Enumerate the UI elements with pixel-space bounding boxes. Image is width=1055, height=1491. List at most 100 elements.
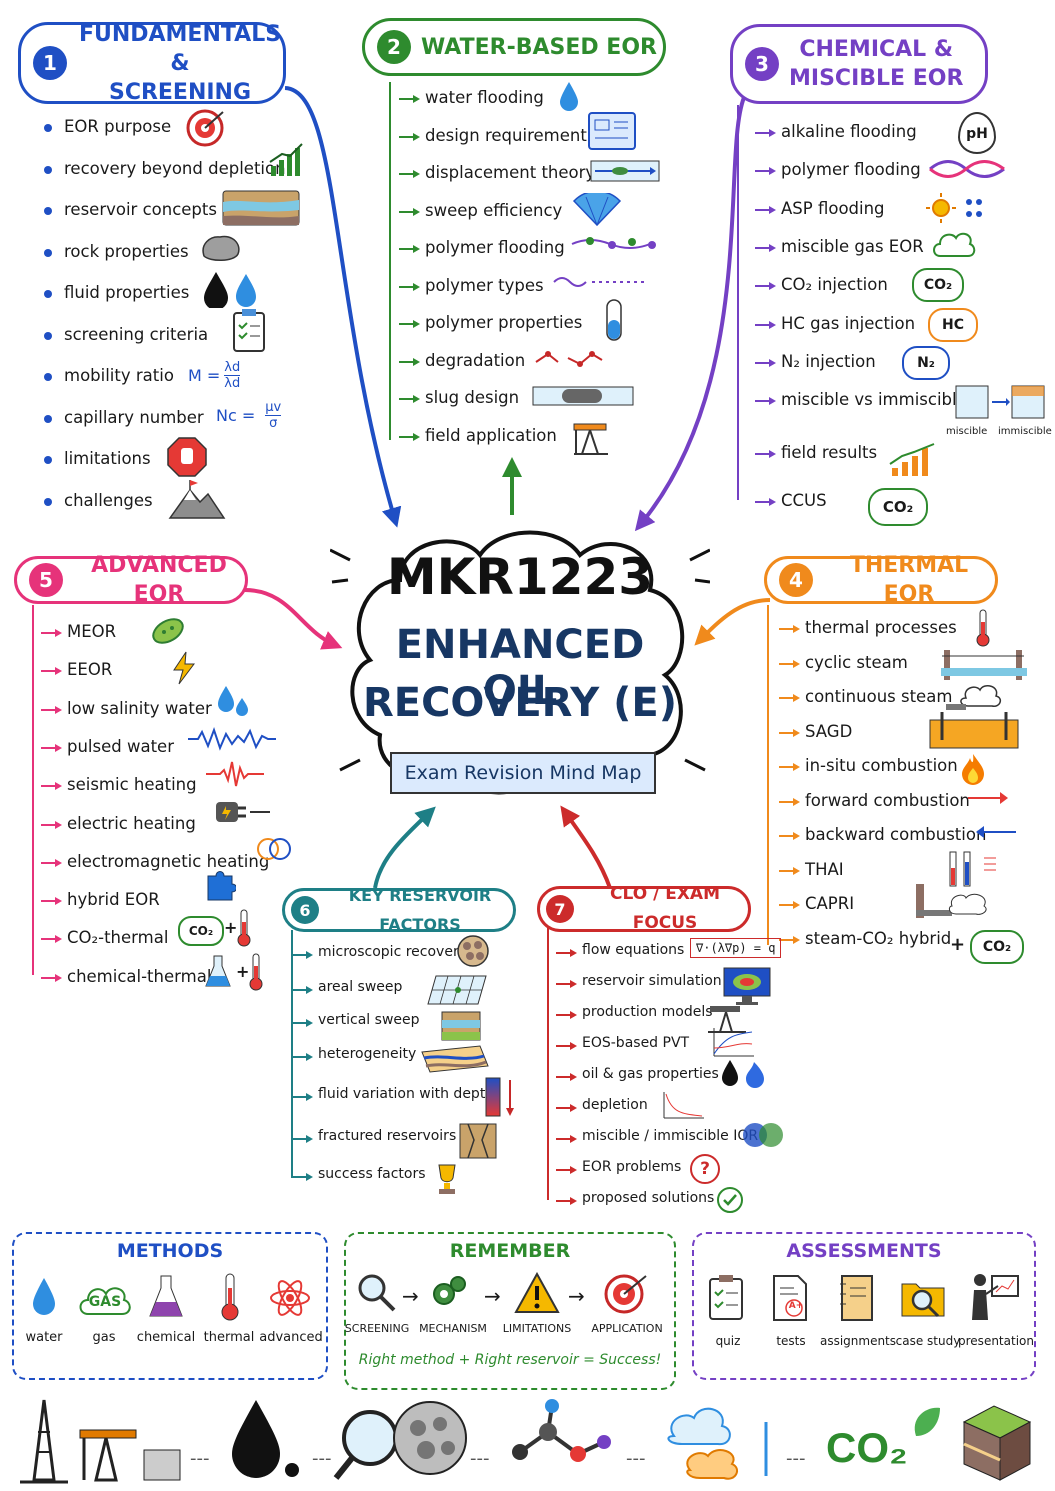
bullet-dot — [44, 456, 52, 464]
section-3-title-line2: MISCIBLE EOR — [789, 66, 964, 91]
s7-item: proposed solutions — [582, 1190, 715, 1206]
s5-item: seismic heating — [67, 775, 197, 795]
cloud-icon — [933, 232, 976, 257]
s6-item: areal sweep — [318, 979, 403, 995]
capri-icon — [916, 884, 987, 918]
bullet-arrow-icon — [399, 357, 420, 366]
venn-icon — [743, 1123, 783, 1147]
s6-item: fractured reservoirs — [318, 1128, 457, 1144]
s5-item: pulsed water — [67, 736, 174, 756]
oil-water-drops-icon — [204, 272, 256, 308]
s4-item: forward combustion — [805, 790, 970, 810]
capillary-eq-num: μv — [265, 400, 282, 416]
bullet-arrow-icon — [399, 132, 420, 141]
mobility-eq-num: λd — [224, 360, 241, 376]
bullet-arrow-icon — [399, 245, 420, 253]
flow-equation: ∇·(λ∇p) = q — [690, 938, 782, 958]
bullet-arrow-icon — [399, 320, 420, 328]
gear-icon — [433, 1276, 466, 1305]
sun-icon — [926, 193, 982, 223]
bullet-arrow-icon — [399, 207, 420, 216]
polymer-chain-icon — [571, 237, 656, 249]
bullet-arrow-icon — [779, 901, 800, 909]
s1-item: mobility ratio — [64, 366, 174, 385]
target-icon — [604, 1274, 647, 1314]
s4-item: cyclic steam — [805, 652, 908, 672]
steam-co2-plus: + — [950, 934, 966, 955]
remember-arrow-2: → — [484, 1284, 501, 1308]
flask-icon — [149, 1275, 183, 1317]
seismic-wave-icon — [206, 761, 264, 787]
slug-pipe-icon — [532, 386, 634, 406]
puzzle-icon — [207, 871, 236, 901]
s7-item: oil & gas properties — [582, 1066, 719, 1082]
remember-arrow-1: → — [402, 1284, 419, 1308]
leaf-icon — [914, 1407, 940, 1436]
remember-step-label: MECHANISM — [419, 1322, 487, 1335]
folder-magnifier-icon — [901, 1283, 945, 1318]
bullet-arrow-icon — [41, 935, 62, 944]
bullet-arrow-icon — [556, 1011, 577, 1019]
bullet-arrow-icon — [556, 1042, 577, 1050]
section-5-title: ADVANCED EOR — [91, 553, 227, 607]
ph-badge: pH — [958, 112, 996, 154]
s1-item: challenges — [64, 490, 153, 510]
course-code: MKR1223 — [386, 548, 654, 606]
bullet-arrow-icon — [755, 498, 776, 506]
assessments-box: ASSESSMENTS — [692, 1232, 1036, 1380]
bullet-arrow-icon — [41, 973, 62, 982]
steam-well-icon — [941, 650, 1027, 680]
methods-label: thermal — [203, 1330, 255, 1345]
s4-item: thermal processes — [805, 618, 957, 637]
bullet-arrow-icon — [779, 694, 800, 702]
lightning-icon — [173, 651, 195, 685]
bullet-arrow-icon — [779, 625, 800, 633]
checklist-icon — [233, 309, 265, 352]
thermometer-icon — [221, 1273, 239, 1321]
s5-item: MEOR — [67, 622, 117, 641]
bullet-dot — [44, 124, 52, 132]
bullet-arrow-icon — [755, 358, 776, 367]
s7-item: production models — [582, 1004, 713, 1020]
bullet-arrow-icon — [292, 951, 313, 959]
s1-item: capillary number — [64, 407, 204, 427]
bullet-arrow-icon — [292, 1173, 313, 1181]
backward-arrow-icon — [976, 826, 1016, 838]
forward-arrow-icon — [968, 792, 1008, 804]
s1-item: fluid properties — [64, 283, 190, 302]
section-5-number: 5 — [29, 563, 63, 597]
section-3-title-line1: CHEMICAL & — [799, 37, 954, 62]
depletion-curve-icon — [663, 1092, 704, 1119]
bullet-arrow-icon — [399, 432, 420, 441]
s7-item: reservoir simulation — [582, 973, 722, 989]
miscible-label: miscible — [946, 426, 988, 437]
remember-motto: Right method + Right reservoir = Success… — [358, 1352, 662, 1368]
bullet-dot — [44, 165, 52, 174]
section-4-number: 4 — [779, 563, 813, 597]
bullet-dot — [44, 290, 52, 298]
test-paper-icon — [773, 1275, 807, 1321]
chemical-thermal-plus: + — [236, 962, 250, 981]
bullet-arrow-icon — [556, 1135, 577, 1143]
clipboard-icon — [709, 1275, 743, 1320]
methods-title: METHODS — [116, 1240, 224, 1262]
co2-thermal-badge: CO₂ — [178, 916, 224, 946]
s3-item: miscible vs immiscible — [781, 390, 967, 410]
atom-icon — [270, 1280, 310, 1316]
heterogeneity-icon — [421, 1045, 489, 1073]
bullet-arrow-icon — [399, 170, 420, 178]
s6-item: heterogeneity — [318, 1046, 417, 1062]
s1-item: screening criteria — [64, 324, 209, 344]
plug-icon — [216, 802, 270, 822]
target-icon — [186, 109, 224, 147]
monitor-icon — [723, 967, 771, 1005]
hc-badge: HC — [928, 308, 978, 342]
rock-layers-icon — [222, 190, 300, 226]
s7-item: depletion — [582, 1097, 648, 1113]
bullet-arrow-icon — [292, 1053, 313, 1061]
s7-item: miscible / immiscible IOR — [582, 1128, 759, 1144]
section-6-header: 6 KEY RESERVOIR FACTORS — [282, 886, 516, 934]
assessments-label: presentation — [958, 1334, 1034, 1348]
s3-item: miscible gas EOR — [781, 236, 924, 256]
